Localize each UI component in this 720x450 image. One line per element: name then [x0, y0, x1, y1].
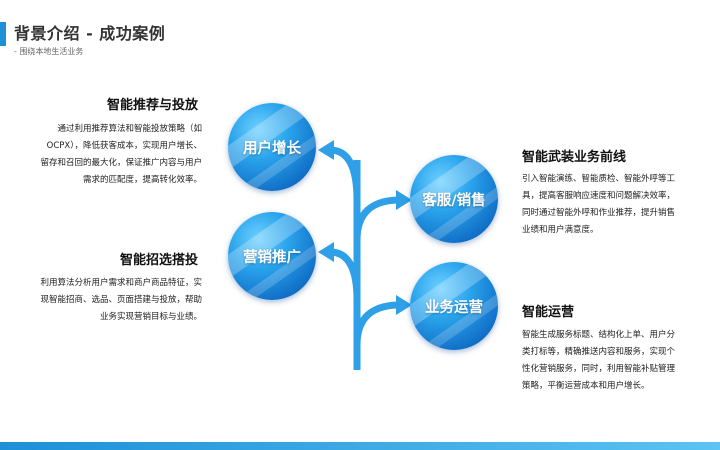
- circle-label-operations: 业务运营: [425, 299, 483, 316]
- circle-label-customer-service: 客服/销售: [422, 192, 486, 209]
- right-heading-frontline: 智能武装业务前线: [522, 150, 627, 165]
- text-line: 留存和召回的最大化，保证推广内容与用户: [40, 158, 202, 168]
- circle-label-user-growth: 用户增长: [243, 140, 301, 157]
- text-line: 利用算法分析用户需求和商户商品特征，实: [40, 278, 202, 288]
- title-accent-bar: [0, 22, 6, 46]
- circle-operations: 业务运营: [410, 262, 498, 350]
- left-heading-merchant: 智能招选搭投: [119, 253, 198, 268]
- text-line: 业绩和用户满意度。: [522, 225, 599, 235]
- circle-label-marketing: 营销推广: [243, 249, 301, 266]
- text-line: 业务实现营销目标与业绩。: [99, 312, 202, 322]
- curve-to-operations: [353, 301, 401, 346]
- text-line: OCPX），降低获客成本，实现用户增长、: [46, 141, 202, 151]
- curve-to-customer-service: [353, 196, 401, 241]
- curve-to-marketing: [329, 248, 361, 301]
- text-line: 同时通过智能外呼和作业推荐，提升销售: [522, 208, 676, 218]
- circle-marketing: 营销推广: [228, 212, 316, 300]
- page-title: 背景介绍 - 成功案例: [14, 24, 166, 43]
- right-paragraph-frontline: 引入智能演练、智能质检、智能外呼等工 具，提高客服响应速度和问题解决效率， 同时…: [522, 171, 712, 239]
- circle-user-growth: 用户增长: [228, 103, 316, 191]
- arrowhead-customer-service: [396, 190, 412, 210]
- arrowhead-user-growth: [318, 140, 334, 160]
- footer-accent-bar: [0, 442, 720, 450]
- text-line: 策略，平衡运营成本和用户增长。: [522, 381, 650, 391]
- right-paragraph-operations: 智能生成服务标题、结构化上单、用户分 类打标等，精确推送内容和服务，实现个 性化…: [522, 327, 712, 395]
- left-paragraph-recommend: 通过利用推荐算法和智能投放策略（如 OCPX），降低获客成本，实现用户增长、 留…: [2, 121, 202, 189]
- curve-to-user-growth: [329, 146, 361, 201]
- arrowhead-operations: [396, 295, 412, 315]
- text-line: 现智能招商、选品、页面搭建与投放，帮助: [40, 295, 202, 305]
- right-heading-operations: 智能运营: [522, 305, 575, 320]
- left-paragraph-merchant: 利用算法分析用户需求和商户商品特征，实 现智能招商、选品、页面搭建与投放，帮助 …: [0, 275, 202, 326]
- text-line: 需求的匹配度，提高转化效率。: [82, 175, 202, 185]
- left-heading-recommend: 智能推荐与投放: [106, 98, 198, 113]
- circle-customer-service: 客服/销售: [410, 155, 498, 243]
- text-line: 智能生成服务标题、结构化上单、用户分: [522, 330, 676, 340]
- text-line: 性化营销服务，同时，利用智能补贴管理: [522, 364, 676, 374]
- page-subtitle: - 围绕本地生活业务: [14, 47, 84, 56]
- text-line: 引入智能演练、智能质检、智能外呼等工: [522, 174, 676, 184]
- text-line: 类打标等，精确推送内容和服务，实现个: [522, 347, 676, 357]
- text-line: 通过利用推荐算法和智能投放策略（如: [57, 124, 202, 134]
- arrowhead-marketing: [318, 242, 334, 262]
- text-line: 具，提高客服响应速度和问题解决效率，: [522, 191, 676, 201]
